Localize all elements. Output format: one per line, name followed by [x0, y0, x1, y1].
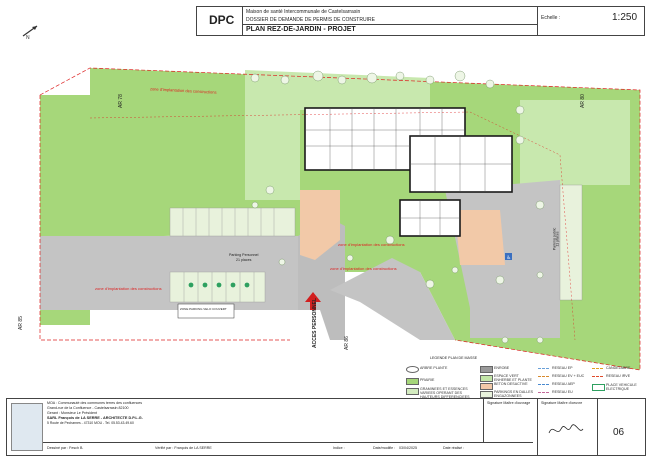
road-label-left: AR 85: [17, 316, 24, 330]
legend: LEGENDE PLAN DE MASSE ARBRE PLANTE PRAIR…: [400, 356, 645, 399]
title-block-footer: MOA : Communauté des communes terres des…: [6, 398, 646, 456]
legend-item-arbre: ARBRE PLANTE: [420, 366, 448, 370]
header-divider-2: [242, 24, 538, 25]
moa-line-2: Grand-rue de la Confluence - Castelsarra…: [47, 406, 129, 410]
parking-bays-top: [169, 207, 296, 237]
legend-item-dalles: PARKINGS EN DALLES ENGAZONNEES: [494, 390, 534, 398]
road-label-top-right: AR 80: [579, 94, 586, 108]
plan-title: PLAN REZ-DE-JARDIN - PROJET: [246, 26, 356, 33]
construction-limit: [89, 111, 576, 341]
right-parking-bays: [559, 184, 583, 301]
signature-mark: [548, 424, 584, 434]
parking-places: 21 places: [236, 258, 252, 262]
legend-line-aep: [538, 384, 549, 385]
legend-item-espace-vert: ESPACE VERT ENHERBE ET PLANTE: [494, 374, 532, 382]
accessibility-icon: [505, 253, 512, 260]
parking-bays-ev: [169, 271, 266, 303]
document-type: DOSSIER DE DEMANDE DE PERMIS DE CONSTRUI…: [246, 17, 375, 23]
plot-boundary: [39, 67, 641, 371]
signature-moe: Signature Maître d'oeuvre: [541, 401, 583, 405]
concrete-courtyard: [455, 210, 505, 265]
parking-label: Parking Personnel: [229, 253, 259, 257]
legend-swatch-ev-place: [592, 384, 605, 391]
footer-divider-3: [537, 399, 538, 455]
header-divider-3: [537, 7, 538, 35]
moa-line-1: MOA : Communauté des communes terres des…: [47, 401, 143, 405]
tree-icon: [250, 70, 545, 344]
legend-line-ep: [538, 368, 549, 369]
concrete-paths: [300, 190, 340, 260]
legend-item-ev-place: PLACE VEHICULE ELECTRIQUE: [606, 383, 637, 391]
site-plan: ♿: [39, 67, 641, 371]
legend-swatch-dalles: [480, 391, 493, 398]
ev-charger-icon: [188, 282, 250, 288]
document-code: DPC: [209, 13, 235, 27]
legend-title: LEGENDE PLAN DE MASSE: [430, 356, 478, 360]
index-label: Indice :: [333, 446, 345, 450]
legend-swatch-arbre: [406, 366, 419, 373]
verified-by: Vérifié par : François de LA SERRE: [155, 446, 212, 450]
right-lawn: [520, 100, 630, 185]
header-divider: [242, 7, 243, 35]
legend-line-irve: [592, 376, 603, 377]
reason-label: Date réalisé :: [443, 446, 465, 450]
road-label-bottom: AR 86: [343, 336, 350, 350]
lower-right-parking: [470, 298, 560, 338]
upper-lawn: [245, 70, 430, 200]
date-label: Date/modifie :: [373, 446, 396, 450]
scale-label: Echelle :: [541, 15, 561, 21]
legend-item-prairie: PRAIRIE: [420, 378, 435, 382]
legend-item-eu: RESEAU EU: [552, 390, 573, 394]
legend-item-ep: RESEAU EP: [552, 366, 573, 370]
legend-swatch-espace-vert: [480, 375, 493, 382]
legend-item-irve: RESEAU IRVE: [606, 374, 631, 378]
legend-item-enrobe: ENROBE: [494, 366, 510, 370]
zone-label-2: zone d'implantation des constructions: [95, 286, 162, 291]
title-block-header: DPC Maison de santé Intercommunale de Ca…: [196, 6, 645, 36]
footer-divider-2: [483, 399, 484, 442]
moa-line-3: Gerant : Monsieur Le Président: [47, 411, 97, 415]
legend-item-aep: RESEAU AEP: [552, 382, 575, 386]
road-label-top-left: AR 78: [117, 94, 124, 108]
footer-divider-4: [597, 399, 598, 455]
project-title: Maison de santé Intercommunale de Castel…: [246, 9, 361, 15]
zone-label-3: zone d'implantation des constructions: [338, 242, 405, 247]
diagonal-road: [330, 258, 455, 340]
legend-swatch-enrobe: [480, 366, 493, 373]
legend-item-candelabre: CANDELABRE: [606, 366, 631, 370]
legend-line-candelabre: [592, 368, 603, 369]
velo-shelter: [177, 303, 235, 319]
address: 5 Route de Pecharnes - 47310 MOU - Tel. …: [47, 421, 134, 425]
legend-item-ev: RESEAU EV + EUC: [552, 374, 585, 378]
velo-label: ZONE PARKING VELO COUVERT: [180, 307, 227, 311]
access-label: ACCES PERSONNEL: [312, 297, 319, 349]
legend-swatch-graminees: [406, 388, 419, 395]
legend-swatch-prairie: [406, 378, 419, 385]
legend-swatch-beton: [480, 383, 493, 390]
building-rooms: [305, 108, 512, 236]
signature-moa: Signature Maître d'ouvrage: [487, 401, 531, 405]
north-arrow-icon: N: [22, 25, 38, 40]
svg-text:N: N: [26, 35, 30, 40]
sheet-number: 06: [613, 427, 625, 438]
date-value: 03/04/2025: [399, 446, 417, 450]
plot-boundary-left: [39, 95, 290, 341]
footer-divider: [43, 442, 533, 443]
architect: SARL François de LA SERRE - ARCHITECTE D…: [47, 416, 143, 420]
scale-value: 1:250: [612, 12, 638, 23]
legend-line-eu: [538, 392, 549, 393]
drawn-by: Dessiné par : Fesch B.: [47, 446, 84, 450]
legend-line-ev: [538, 376, 549, 377]
parking-places-2: 11 places: [555, 231, 560, 247]
legend-item-beton: BETON DESACTIVE: [494, 382, 528, 386]
legend-item-graminees: GRAMINEES ET ESSENCES VARIEES OPERANT DE…: [420, 387, 470, 399]
access-arrow-icon: [305, 292, 321, 310]
zone-label-4: zone d'implantation des constructions: [330, 266, 397, 271]
svg-text:♿: ♿: [507, 255, 511, 261]
footer-logo: [11, 403, 43, 451]
